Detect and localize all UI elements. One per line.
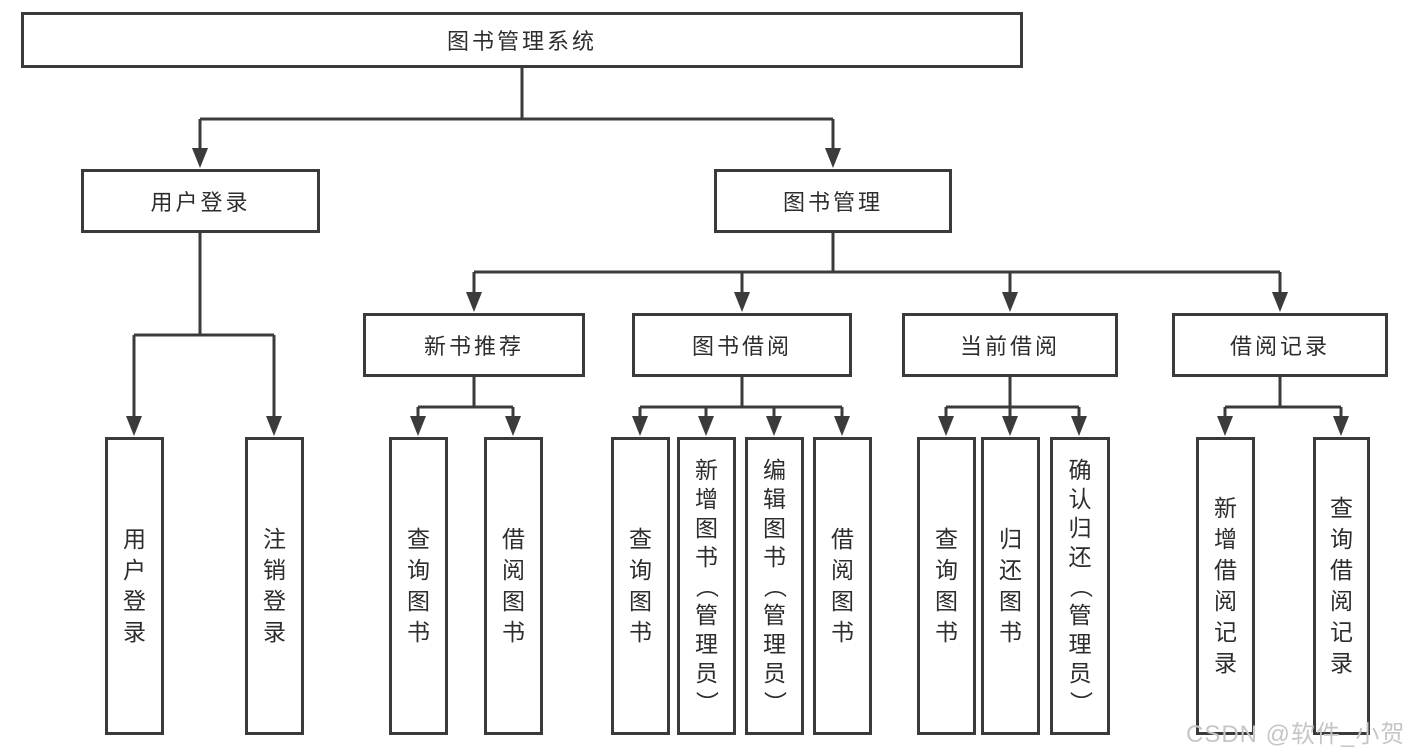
node-book-borrow-label: 图书借阅 xyxy=(691,334,792,359)
leaf-query-books-current: 查询图书 xyxy=(917,437,976,735)
node-user-login-label: 用户登录 xyxy=(150,190,251,215)
node-book-management: 图书管理 xyxy=(714,169,952,233)
connector-book-borrow-children xyxy=(632,377,850,436)
node-library-system: 图书管理系统 xyxy=(21,12,1023,68)
connector-borrow-records-children xyxy=(1217,377,1349,436)
leaf-borrow-books: 借阅图书 xyxy=(813,437,872,735)
node-book-borrow: 图书借阅 xyxy=(632,313,852,377)
connector-user-login-children xyxy=(126,233,282,436)
leaf-confirm-return-admin: 确认归还（管理员） xyxy=(1050,437,1110,735)
leaf-edit-books-admin: 编辑图书（管理员） xyxy=(745,437,804,735)
leaf-return-books: 归还图书 xyxy=(981,437,1040,735)
leaf-query-borrow-record: 查询借阅记录 xyxy=(1313,437,1370,735)
connector-book-management-children xyxy=(466,233,1288,312)
node-user-login: 用户登录 xyxy=(81,169,320,233)
leaf-logout: 注销登录 xyxy=(245,437,304,735)
leaf-user-login: 用户登录 xyxy=(105,437,164,735)
leaf-add-books-admin: 新增图书（管理员） xyxy=(677,437,736,735)
node-borrow-records-label: 借阅记录 xyxy=(1229,334,1330,359)
node-new-book-recommend-label: 新书推荐 xyxy=(423,334,524,359)
leaf-query-books-borrow: 查询图书 xyxy=(611,437,670,735)
node-current-borrow: 当前借阅 xyxy=(902,313,1118,377)
leaf-borrow-books-recommend: 借阅图书 xyxy=(484,437,543,735)
connector-new-book-recommend-children xyxy=(410,377,521,436)
node-library-system-label: 图书管理系统 xyxy=(446,29,597,54)
connector-root-to-level2 xyxy=(192,68,841,168)
node-current-borrow-label: 当前借阅 xyxy=(959,334,1060,359)
leaf-add-borrow-record: 新增借阅记录 xyxy=(1196,437,1255,735)
node-borrow-records: 借阅记录 xyxy=(1172,313,1388,377)
connector-current-borrow-children xyxy=(938,377,1087,436)
node-book-management-label: 图书管理 xyxy=(782,190,883,215)
node-new-book-recommend: 新书推荐 xyxy=(363,313,585,377)
leaf-query-books-recommend: 查询图书 xyxy=(389,437,448,735)
